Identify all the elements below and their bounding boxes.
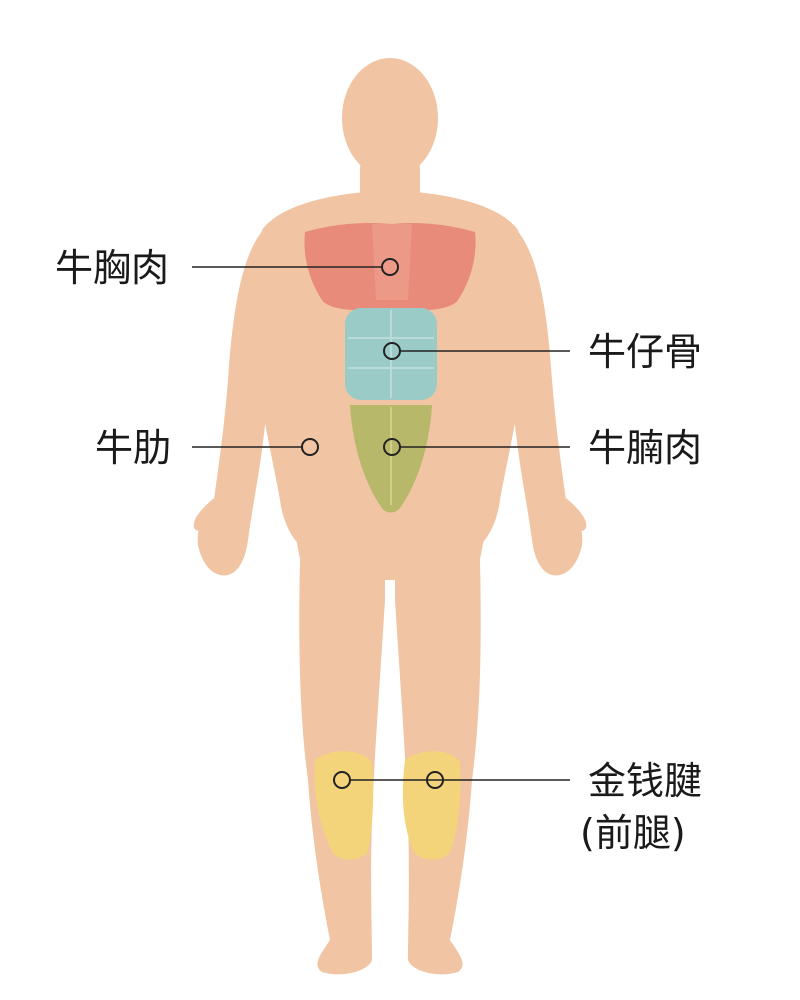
label-tenderloin: 牛腩肉 [588,426,702,470]
label-shank: 金钱腱 [588,759,702,803]
left-hand [193,498,214,531]
shank-marker-right [426,771,444,789]
label-brisket: 牛胸肉 [55,246,169,290]
tenderloin-marker [383,438,401,456]
label-shank-note: (前腿) [580,811,686,855]
shank-region-left [314,751,374,860]
short-rib-region [345,308,437,400]
right-hand [566,498,587,531]
label-short-rib: 牛仔骨 [588,330,702,374]
short-rib-marker [383,342,401,360]
left-arm [197,225,282,576]
head [342,58,438,178]
brisket-marker [381,258,399,276]
shank-region-right [402,751,461,860]
right-arm [498,225,583,576]
shank-marker-left [333,771,351,789]
flank-marker [301,438,319,456]
label-flank: 牛肋 [95,426,171,470]
leader-lines [192,258,570,789]
tenderloin-region [350,405,432,513]
body-silhouette [193,58,587,975]
